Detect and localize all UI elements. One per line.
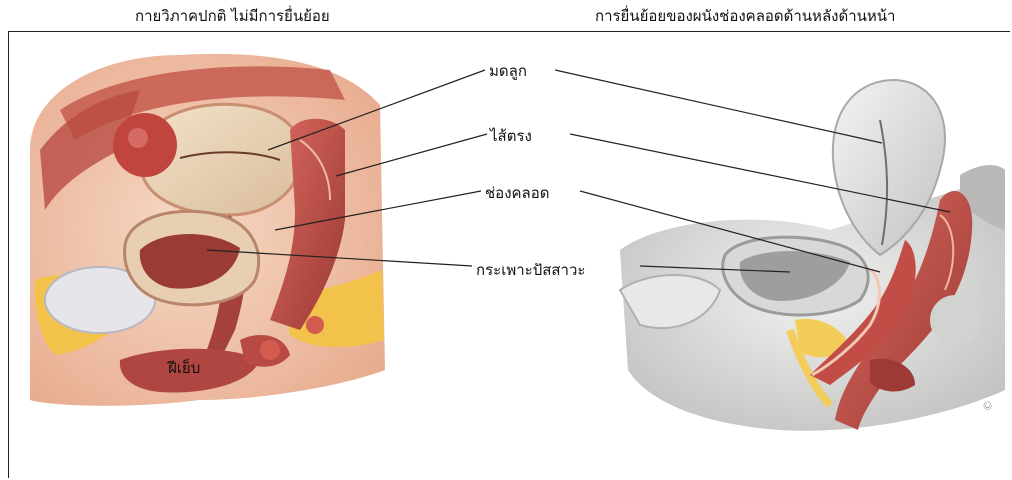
label-uterus: มดลูก xyxy=(489,59,527,83)
label-rectum: ไส้ตรง xyxy=(490,124,532,148)
label-vagina: ช่องคลอด xyxy=(485,181,550,205)
normal-anatomy-drawing xyxy=(30,54,385,406)
label-perineum: ฝีเย็บ xyxy=(168,356,200,380)
label-bladder: กระเพาะปัสสาวะ xyxy=(476,258,585,282)
leader-uterus-right xyxy=(555,70,882,143)
prolapse-anatomy-drawing xyxy=(620,80,1005,431)
artist-mark: © xyxy=(980,399,995,413)
